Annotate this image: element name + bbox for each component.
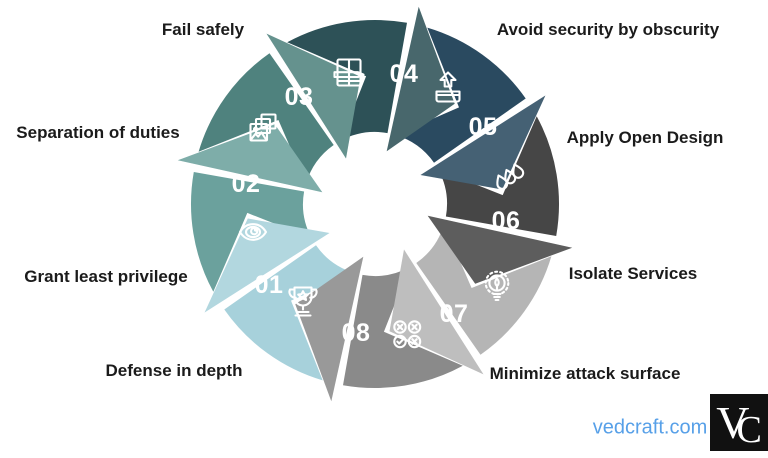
segment-number-06: 06: [492, 207, 521, 235]
segment-number-05: 05: [469, 113, 498, 141]
stacked-photos-icon: [249, 113, 277, 142]
arrowhead-highlight: [420, 95, 546, 190]
segment-arrow-08: [343, 267, 463, 389]
segment-number-03: 03: [285, 83, 314, 111]
segment-label-isolate-services: Isolate Services: [568, 264, 698, 283]
segment-arrow-07: [416, 224, 552, 355]
segment-arrow-06: [438, 116, 560, 236]
segment-number-01: 01: [255, 271, 284, 299]
segment-arrow-01: [224, 245, 355, 381]
segment-number-07: 07: [440, 300, 469, 328]
segment-arrowhead-01: [204, 218, 330, 313]
arrowhead-highlight: [389, 249, 484, 375]
trophy-icon: [288, 286, 318, 317]
segment-arrowhead-02: [177, 124, 323, 193]
segment-label-fail-safely: Fail safely: [161, 20, 245, 39]
arrowhead-highlight: [177, 124, 323, 193]
segment-label-separation-of-duties: Separation of duties: [16, 123, 180, 142]
segment-arrowhead-07: [389, 249, 484, 375]
segment-label-avoid-security-by-obscurity: Avoid security by obscurity: [496, 20, 720, 39]
segment-arrow-05: [395, 27, 526, 163]
segment-number-02: 02: [232, 170, 261, 198]
segment-arrow-04: [287, 19, 407, 141]
segment-arrowhead-06: [427, 215, 573, 284]
website-link[interactable]: vedcraft.com: [592, 416, 708, 439]
segment-number-04: 04: [390, 60, 419, 88]
checklist-icon: [393, 320, 422, 349]
segment-label-grant-least-privilege: Grant least privilege: [24, 267, 188, 286]
brand-logo: V C: [710, 394, 768, 451]
arrowhead-highlight: [204, 218, 330, 313]
segment-label-apply-open-design: Apply Open Design: [566, 128, 724, 147]
segment-label-defense-in-depth: Defense in depth: [105, 361, 243, 380]
notebook-pencil-icon: [333, 58, 365, 87]
segment-label-minimize-attack-surface: Minimize attack surface: [489, 364, 681, 383]
water-drops-icon: [496, 163, 525, 190]
arrowhead-highlight: [427, 215, 573, 284]
segment-arrowhead-03: [266, 33, 361, 159]
segment-arrowhead-05: [420, 95, 546, 190]
segment-number-08: 08: [342, 319, 371, 347]
arrowhead-highlight: [386, 6, 455, 152]
logo-letter-c: C: [736, 408, 762, 451]
logo-letter-v: V: [716, 396, 750, 448]
lightbulb-icon: [484, 270, 510, 302]
segment-arrowhead-04: [386, 6, 455, 152]
upload-tray-icon: [435, 71, 461, 103]
arrowhead-highlight: [266, 33, 361, 159]
eye-icon: [238, 223, 268, 241]
segment-arrow-02: [190, 172, 312, 292]
